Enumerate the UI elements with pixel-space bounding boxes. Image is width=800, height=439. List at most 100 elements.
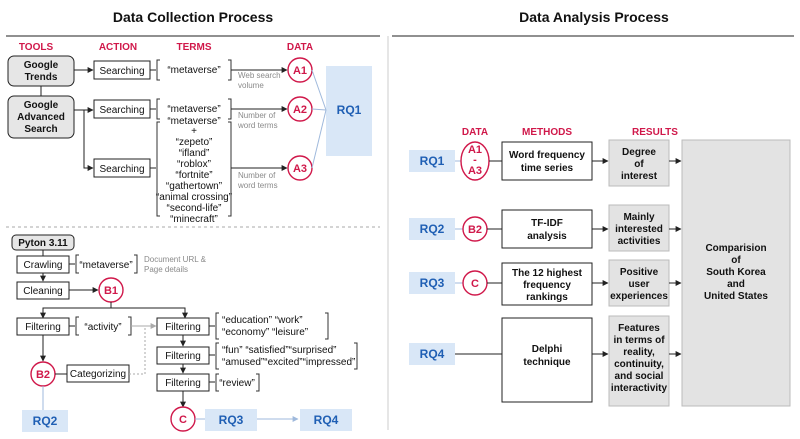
row2-rq: RQ2 bbox=[420, 222, 445, 236]
row1-result-l3: interest bbox=[621, 171, 658, 182]
bracket-f3-close bbox=[256, 373, 260, 392]
col-results: RESULTS bbox=[632, 127, 678, 138]
arrow-gas-search2 bbox=[83, 110, 94, 171]
bracket-crawl-open bbox=[75, 254, 79, 274]
bracket-crawl-close bbox=[134, 254, 138, 274]
data-a1-label: A1 bbox=[293, 65, 307, 77]
row2-data: B2 bbox=[468, 224, 482, 236]
row4-result-l2: in terms of bbox=[613, 335, 665, 346]
bracket-terms-3-close bbox=[228, 121, 232, 217]
python-label: Pyton 3.11 bbox=[18, 238, 68, 249]
data-a2-label: A2 bbox=[293, 104, 307, 116]
row3-result-l3: experiences bbox=[610, 291, 668, 302]
link-cat-filter bbox=[129, 326, 146, 375]
filtering-left-label: Filtering bbox=[25, 322, 61, 333]
rq2-tag bbox=[409, 218, 455, 240]
method-box-3 bbox=[501, 262, 593, 306]
terms-f2-l2: “amused”“excited”“impressed” bbox=[222, 357, 355, 368]
method-box-1 bbox=[501, 141, 593, 181]
tool-google-trends-l1: Google bbox=[24, 60, 59, 71]
term-item: “zepeto” bbox=[176, 137, 213, 148]
col-data-right: DATA bbox=[462, 127, 488, 138]
tool-gas-l3: Search bbox=[24, 124, 57, 135]
note-words-1-l2: word terms bbox=[237, 121, 278, 130]
bracket-terms-3-open bbox=[156, 121, 160, 217]
action-searching-1-label: Searching bbox=[99, 66, 144, 77]
row1-data-l1: A1 bbox=[468, 144, 482, 156]
result-box-2 bbox=[608, 204, 670, 252]
bracket-f2-close bbox=[354, 342, 358, 370]
crawl-term: “metaverse” bbox=[79, 260, 132, 271]
arrow-b1-filter1 bbox=[40, 302, 112, 319]
note-web-l1: Web search bbox=[238, 71, 281, 80]
row3-method-l3: rankings bbox=[526, 292, 568, 303]
bracket-activity-close bbox=[128, 316, 132, 336]
row4-result-l4: continuity, bbox=[614, 359, 664, 370]
row4-rq: RQ4 bbox=[420, 347, 445, 361]
comparison-l4: and bbox=[727, 279, 745, 290]
term-item: “roblox” bbox=[177, 159, 211, 170]
row4-result-l3: reality, bbox=[623, 347, 655, 358]
row3-data: C bbox=[471, 278, 479, 290]
rq3-box bbox=[205, 409, 257, 431]
row3-rq: RQ3 bbox=[420, 276, 445, 290]
link-a1-rq1 bbox=[311, 69, 327, 111]
terms-f1-l1: “education” “work” bbox=[222, 315, 303, 326]
method-box-2 bbox=[501, 209, 593, 249]
row4-result-l6: interactivity bbox=[611, 383, 668, 394]
note-doc-l2: Page details bbox=[144, 265, 188, 274]
result-box-4 bbox=[608, 315, 670, 407]
bracket-f1-close bbox=[325, 312, 329, 340]
data-b1-label: B1 bbox=[104, 285, 118, 297]
bracket-f1-open bbox=[215, 312, 219, 340]
rq4-label: RQ4 bbox=[314, 413, 339, 427]
tool-google-advanced-search bbox=[7, 95, 75, 139]
row4-result-l5: and social bbox=[615, 371, 664, 382]
filtering-3-label: Filtering bbox=[165, 378, 201, 389]
comparison-l1: Comparision bbox=[705, 243, 766, 254]
row3-method-l2: frequency bbox=[523, 280, 571, 291]
method-box-4 bbox=[501, 317, 593, 403]
bracket-terms-2-close bbox=[228, 98, 232, 120]
rq1-label: RQ1 bbox=[337, 103, 362, 117]
row2-result-l2: interested bbox=[615, 224, 663, 235]
result-box-3 bbox=[608, 259, 670, 307]
term-metaverse-2: “metaverse” bbox=[167, 104, 220, 115]
terms-f2-l1: “fun” “satisfied”“surprised” bbox=[222, 345, 336, 356]
col-methods: METHODS bbox=[522, 127, 572, 138]
data-c-label: C bbox=[179, 414, 187, 426]
collection-title: Data Collection Process bbox=[113, 9, 273, 25]
comparison-l5: United States bbox=[704, 291, 768, 302]
comparison-l3: South Korea bbox=[706, 267, 766, 278]
row4-method-l2: technique bbox=[523, 357, 571, 368]
row1-result-l2: of bbox=[634, 159, 644, 170]
tool-gas-l2: Advanced bbox=[17, 112, 65, 123]
filtering-2-label: Filtering bbox=[165, 351, 201, 362]
note-words-1-l1: Number of bbox=[238, 111, 276, 120]
result-box-1 bbox=[608, 139, 670, 187]
link-a2-rq1 bbox=[311, 108, 327, 111]
bracket-terms-1-close bbox=[228, 59, 232, 81]
row2-method-l1: TF-IDF bbox=[531, 218, 563, 229]
rq1-box bbox=[326, 66, 372, 156]
rq2-box bbox=[22, 410, 68, 432]
term-item: “minecraft” bbox=[170, 214, 218, 225]
action-searching-3-label: Searching bbox=[99, 164, 144, 175]
term-item: “gathertown” bbox=[166, 181, 222, 192]
row1-data-l3: A3 bbox=[468, 165, 482, 177]
note-web-l2: volume bbox=[238, 81, 264, 90]
bracket-terms-2-open bbox=[156, 98, 160, 120]
col-action: ACTION bbox=[99, 42, 137, 53]
rq3-label: RQ3 bbox=[219, 413, 244, 427]
rq3-tag bbox=[409, 272, 455, 294]
col-data: DATA bbox=[287, 42, 313, 53]
terms-f1-l2: “economy” “leisure” bbox=[222, 327, 308, 338]
term-item: “fortnite” bbox=[175, 170, 212, 181]
tool-gas-l1: Google bbox=[24, 100, 59, 111]
bracket-activity-open bbox=[75, 316, 79, 336]
cleaning-label: Cleaning bbox=[23, 286, 62, 297]
row1-result-l1: Degree bbox=[622, 147, 656, 158]
action-searching-2-label: Searching bbox=[99, 105, 144, 116]
crawling-label: Crawling bbox=[24, 260, 63, 271]
tool-google-trends-l2: Trends bbox=[25, 72, 58, 83]
